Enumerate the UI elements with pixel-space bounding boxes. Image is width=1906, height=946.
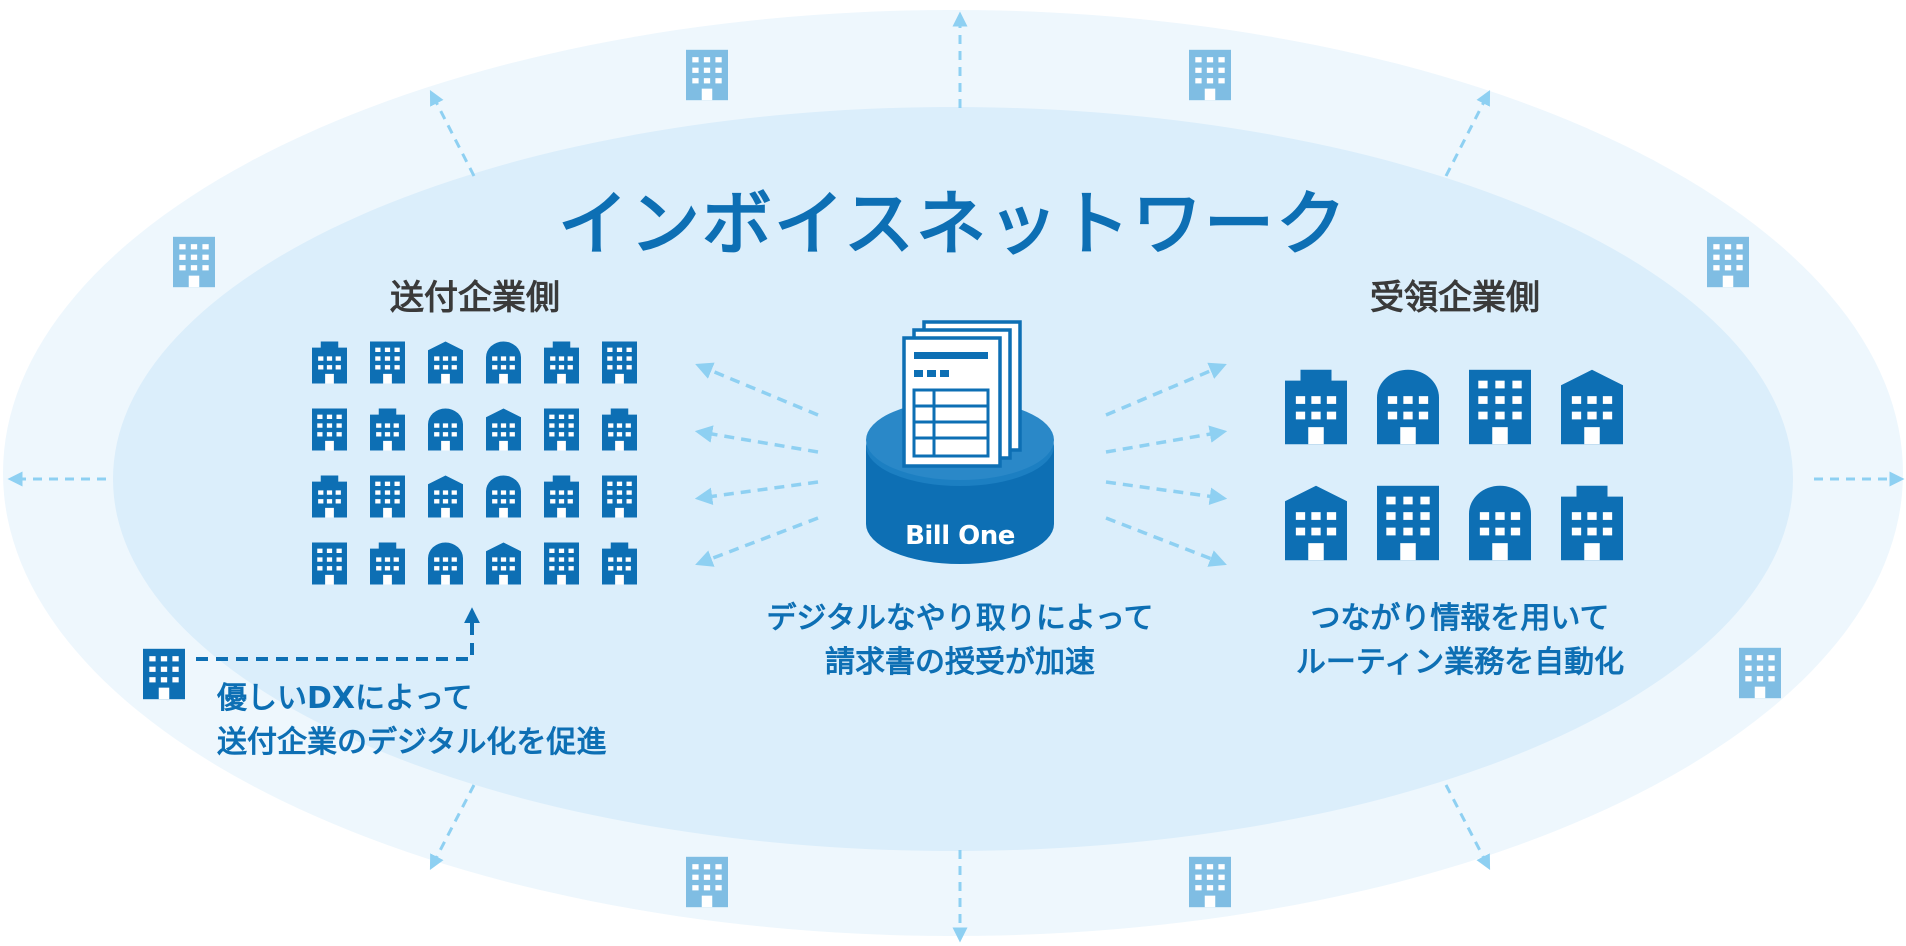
sender-side-label: 送付企業側 xyxy=(390,278,560,318)
building-icon xyxy=(1189,49,1231,101)
right-hub-arrows xyxy=(1105,362,1228,567)
building-icon xyxy=(686,49,728,101)
building-icon xyxy=(544,341,579,384)
building-icon xyxy=(1377,369,1439,445)
center-caption-line: デジタルなやり取りによって xyxy=(766,601,1154,636)
building-icon xyxy=(1561,369,1623,445)
building-icon xyxy=(486,341,521,384)
diagram-title: インボイスネットワーク xyxy=(558,183,1348,265)
building-icon xyxy=(602,341,637,384)
building-icon xyxy=(544,475,579,518)
center-caption-line: 請求書の授受が加速 xyxy=(825,645,1095,680)
building-icon xyxy=(1739,647,1781,699)
building-icon xyxy=(1377,485,1439,561)
building-icon xyxy=(1469,485,1531,561)
building-icon xyxy=(486,408,521,451)
building-icon xyxy=(312,408,347,451)
building-icon xyxy=(1707,236,1749,288)
right-caption: つながり情報を用いて ルーティン業務を自動化 xyxy=(1250,597,1670,685)
building-icon xyxy=(428,341,463,384)
building-icon xyxy=(486,542,521,585)
building-icon xyxy=(1189,856,1231,908)
document-stack-icon xyxy=(902,320,1022,468)
left-caption-line: 優しいDXによって xyxy=(217,681,473,716)
building-icon xyxy=(428,408,463,451)
building-icon xyxy=(1561,485,1623,561)
building-icon xyxy=(544,542,579,585)
left-hub-arrows xyxy=(694,362,819,567)
building-icon xyxy=(173,236,215,288)
building-icon xyxy=(486,475,521,518)
right-caption-line: ルーティン業務を自動化 xyxy=(1295,645,1625,680)
building-icon xyxy=(312,475,347,518)
building-icon xyxy=(602,475,637,518)
receiver-side-label: 受領企業側 xyxy=(1370,278,1540,318)
building-icon xyxy=(602,408,637,451)
building-icon xyxy=(1469,369,1531,445)
building-icon xyxy=(312,341,347,384)
building-icon xyxy=(544,408,579,451)
building-icon xyxy=(686,856,728,908)
center-caption: デジタルなやり取りによって 請求書の授受が加速 xyxy=(720,597,1200,685)
building-icon xyxy=(370,475,405,518)
building-icon xyxy=(428,475,463,518)
building-icon xyxy=(428,542,463,585)
building-icon xyxy=(1285,369,1347,445)
building-icon xyxy=(370,542,405,585)
building-icon xyxy=(1285,485,1347,561)
right-caption-line: つながり情報を用いて xyxy=(1310,601,1610,636)
left-caption: 優しいDXによって 送付企業のデジタル化を促進 xyxy=(217,677,606,765)
building-icon xyxy=(370,408,405,451)
left-caption-line: 送付企業のデジタル化を促進 xyxy=(217,725,607,760)
building-icon xyxy=(143,648,185,700)
building-icon xyxy=(312,542,347,585)
new-sender-path xyxy=(143,607,480,700)
hub-label: Bill One xyxy=(905,521,1015,551)
building-icon xyxy=(602,542,637,585)
building-icon xyxy=(370,341,405,384)
outer-radial-arrows xyxy=(7,11,1905,943)
